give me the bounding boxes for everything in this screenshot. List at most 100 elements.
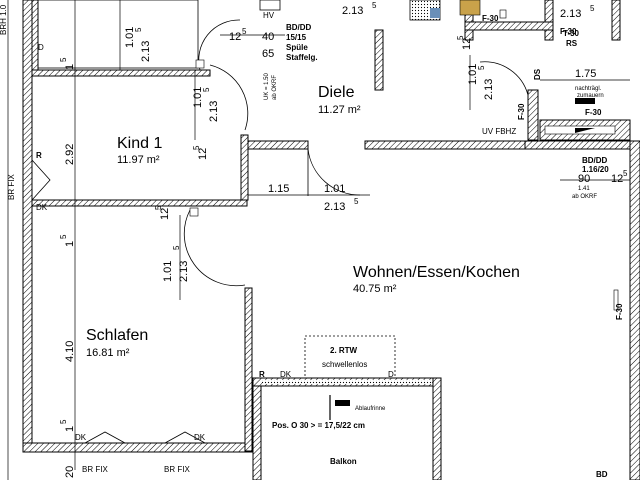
room-kind1-name: Kind 1 (117, 135, 162, 152)
hv-box (259, 0, 281, 11)
counter-accent (430, 8, 440, 18)
label-uk-1: UK = 1.50 (264, 72, 270, 100)
door-swing-top (198, 19, 241, 71)
dim-left-175: 1 (64, 426, 76, 432)
dim-diele-125: 12 (461, 38, 473, 50)
label-rs: RS (566, 39, 578, 48)
dim-schl-125: 12 (159, 208, 171, 220)
dim-h-65: 65 (262, 48, 274, 60)
dim-schl-213-sup: 5 (172, 245, 181, 250)
label-sill-2: ab OKRF (572, 194, 597, 200)
label-br-fix-left: BR FIX (7, 174, 16, 200)
label-r-balcony: R (259, 370, 265, 379)
dim-h-101: 1.01 (324, 183, 345, 195)
room-schlafen-name: Schlafen (86, 327, 148, 344)
wall-schlafen-right (244, 287, 253, 452)
dim-wc-101: 1.01 (467, 64, 479, 85)
uv-fbhz-mark (575, 128, 595, 133)
walls (22, 0, 640, 480)
door-swings (31, 0, 529, 444)
kind-top-area (37, 0, 199, 69)
dim-top-213-a-sup: 5 (372, 1, 377, 10)
dim-top-213-b-sup: 5 (590, 4, 595, 13)
dim-diele-125-sup: 5 (456, 35, 465, 40)
label-ds: DS (533, 68, 542, 80)
wall-diele-right (527, 89, 539, 141)
drain-mark (335, 400, 350, 406)
label-d-balcony: D (388, 370, 394, 379)
wall-kind-schlafen (31, 199, 248, 207)
dim-schl-125-sup: 5 (154, 205, 163, 210)
label-t30: T-30 (563, 29, 580, 38)
dim-left-115b: 1 (64, 241, 76, 247)
dim-door-213-sup: 5 (202, 87, 211, 92)
label-bd-dd-top-2: 15/15 (286, 33, 307, 42)
room-diele-name: Diele (318, 84, 355, 101)
label-f30-vertical: F-30 (517, 103, 526, 120)
dim-top-213-a: 2.13 (342, 5, 363, 17)
dim-kind1-213: 2.13 (140, 41, 152, 62)
label-d-top: D (38, 43, 44, 52)
dim-top-213-b: 2.13 (560, 8, 581, 20)
window-kind-left (31, 159, 51, 201)
label-f30-mid: F-30 (585, 108, 602, 117)
wall-diele-bottom-right (364, 140, 526, 150)
room-diele-area: 11.27 m² (318, 104, 361, 116)
label-f30-top-left: F-30 (482, 14, 499, 23)
label-bd-bottom: BD (596, 470, 608, 479)
label-hv: HV (263, 11, 275, 20)
room-balkon-name: Balkon (330, 457, 357, 466)
wall-diele-wc (374, 29, 384, 91)
door-swing-wc (479, 61, 529, 96)
label-br-fix-bottom-1: BR FIX (82, 465, 108, 474)
dim-door-101: 1.01 (192, 87, 204, 108)
label-uk-2: ab OKRF (272, 75, 278, 100)
ablauf-rinne (262, 380, 432, 384)
dim-left-115b-sup: 5 (59, 234, 68, 239)
dim-k1-125-sup: 5 (192, 145, 201, 150)
dim-left-115-sup: 5 (59, 57, 68, 62)
door-swing-living (307, 148, 361, 196)
dim-h-115: 1.15 (268, 183, 289, 195)
wall-top-right (524, 140, 631, 150)
label-bd-dd-right-1: BD/DD (582, 156, 608, 165)
shaft-box (459, 0, 481, 16)
dim-schl-101: 1.01 (162, 261, 174, 282)
dim-wc-213: 2.13 (483, 79, 495, 100)
label-f30-top-right: F-30 (560, 27, 577, 36)
dim-h-40: 40 (262, 31, 274, 43)
dim-schl-213: 2.13 (178, 261, 190, 282)
door-swing-schlafen (183, 209, 246, 287)
outer-wall-right (629, 140, 640, 480)
window-dk-bottom-2 (164, 431, 206, 444)
dim-d-175: 1.75 (575, 68, 596, 80)
dim-left-175-sup: 5 (59, 419, 68, 424)
label-bd-dd-right-2: 1.16/20 (582, 165, 609, 174)
room-wohnen-name: Wohnen/Essen/Kochen (353, 264, 520, 281)
dim-left-292: 2.92 (64, 144, 76, 165)
dim-h-125: 12 (229, 31, 241, 43)
dim-left-20: 20 (64, 466, 76, 478)
wall-shaft-bottom (464, 21, 554, 31)
wall-shaft-left (464, 0, 474, 41)
label-rtw-2: schwellenlos (322, 360, 367, 369)
window-dk-bottom-1 (84, 431, 126, 444)
label-dk-kind: DK (36, 203, 48, 212)
wall-balcony-left (252, 385, 262, 480)
wall-balcony-right (432, 377, 442, 480)
wall-top-left (31, 0, 39, 71)
schlafen-switch (189, 207, 199, 217)
label-spuele-1: Spüle (286, 43, 308, 52)
label-dk-bottom-1: DK (75, 433, 87, 442)
dim-door-213: 2.13 (208, 101, 220, 122)
dim-wc-213-sup: 5 (477, 65, 486, 70)
annotations: HV BD/DD 15/15 Spüle Staffelg. UK = 1.50… (0, 4, 624, 479)
wall-kind-diele (240, 134, 249, 201)
dim-kind1-213-sup: 5 (134, 27, 143, 32)
label-f30-right-wall: F-30 (615, 303, 624, 320)
f30-right-mark (613, 289, 619, 311)
label-brh-top: BRH 1.0 (0, 4, 8, 35)
wall-kind-top (31, 69, 211, 77)
dim-win-125: 12 (611, 173, 623, 185)
